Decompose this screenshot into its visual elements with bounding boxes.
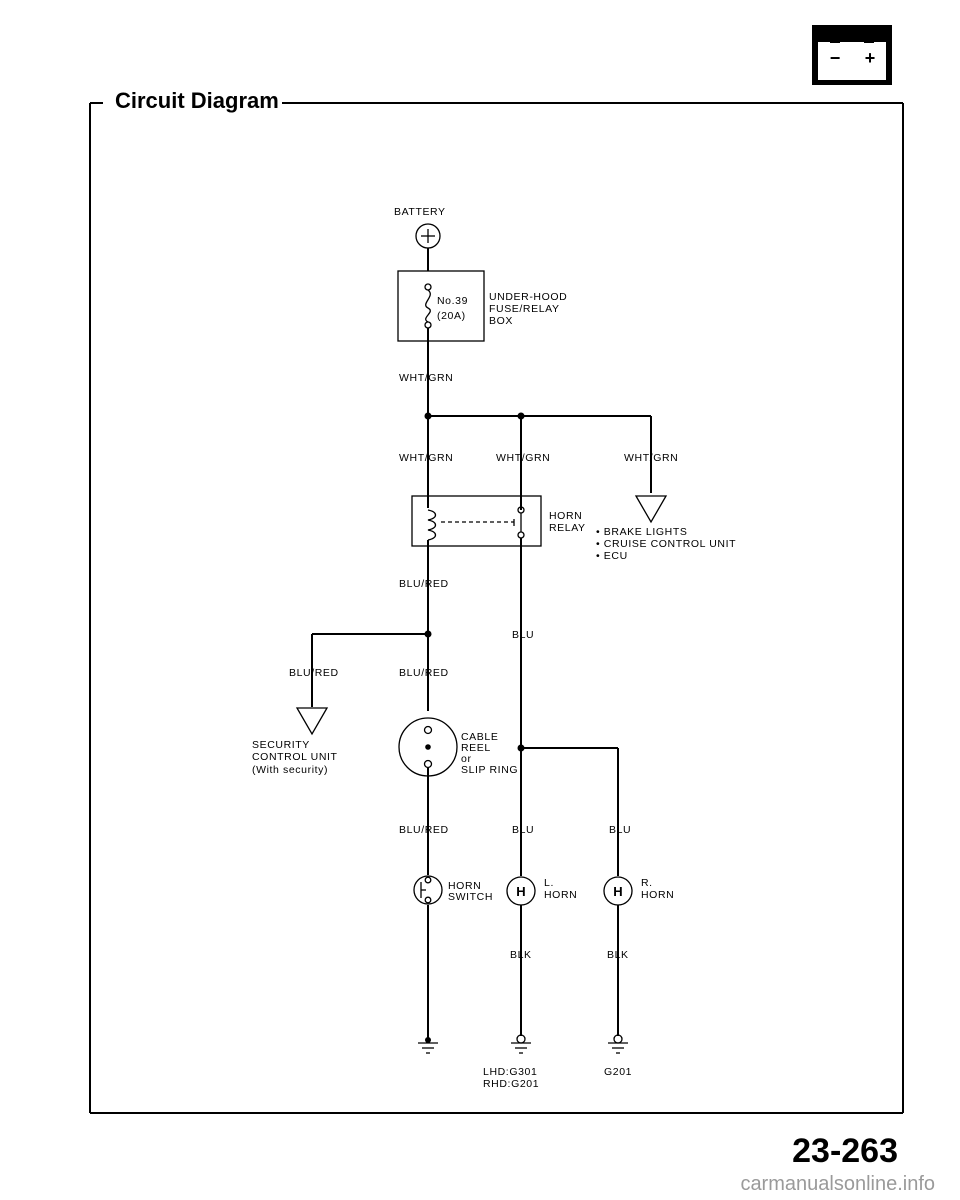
wire-label-blu-red-relay: BLU/RED xyxy=(399,578,449,590)
cable-reel-label-line-4: SLIP RING xyxy=(461,764,518,776)
battery-label: BATTERY xyxy=(394,206,446,218)
watermark-text: carmanualsonline.info xyxy=(740,1173,935,1195)
connector-security-unit xyxy=(295,707,329,736)
fuse-number: No.39 xyxy=(437,295,468,307)
ground-symbol-left-horn xyxy=(511,1034,531,1054)
relay-contact xyxy=(513,506,525,539)
wire-label-blu-red-reel-in: BLU/RED xyxy=(399,667,449,679)
right-horn-symbol-letter: H xyxy=(613,884,622,899)
horn-relay-outline xyxy=(411,495,542,547)
wire-label-wht-grn-left: WHT/GRN xyxy=(399,452,453,464)
cable-reel-label-line-2: REEL xyxy=(461,742,491,754)
relay-coil xyxy=(427,509,437,541)
page-title: Circuit Diagram xyxy=(115,88,279,113)
security-unit-label-line-3: (With security) xyxy=(252,764,328,776)
wire-label-blk-left: BLK xyxy=(510,949,532,961)
battery-minus-sign: − xyxy=(830,48,841,68)
wire-label-blu-left: BLU xyxy=(512,824,534,836)
battery-terminal-symbol xyxy=(415,223,441,249)
cable-reel-label-line-3: or xyxy=(461,753,472,765)
battery-plus-sign: + xyxy=(865,48,876,68)
left-horn-label-line-2: HORN xyxy=(544,889,577,901)
left-horn-symbol-letter: H xyxy=(516,884,525,899)
wire-label-blu-right: BLU xyxy=(609,824,631,836)
diagram-frame xyxy=(89,102,904,1114)
wire-label-wht-grn-mid: WHT/GRN xyxy=(496,452,550,464)
security-unit-label-line-1: SECURITY xyxy=(252,739,310,751)
wire-label-blu-red-security: BLU/RED xyxy=(289,667,339,679)
right-horn-label-line-2: HORN xyxy=(641,889,674,901)
horn-switch-symbol xyxy=(413,875,443,905)
ground-symbol-horn-switch xyxy=(418,1037,438,1054)
horn-relay-label-line-2: RELAY xyxy=(549,522,586,534)
ground-symbol-right-horn xyxy=(608,1034,628,1054)
wire-label-wht-grn-main: WHT/GRN xyxy=(399,372,453,384)
ground-label-right: G201 xyxy=(604,1066,632,1078)
wire-label-blu-red-reel-out: BLU/RED xyxy=(399,824,449,836)
brake-lights-label-line-3: • ECU xyxy=(596,550,628,562)
fuse-box-label-line-3: BOX xyxy=(489,315,513,327)
right-horn-label-line-1: R. xyxy=(641,877,653,889)
left-horn-label-line-1: L. xyxy=(544,877,554,889)
ground-label-left-line-2: RHD:G201 xyxy=(483,1078,539,1090)
cable-reel-terminal-top xyxy=(423,725,433,735)
cable-reel-label-line-1: CABLE xyxy=(461,731,498,743)
fuse-box-outline xyxy=(397,270,485,342)
cable-reel-center xyxy=(425,744,431,750)
security-unit-label-line-2: CONTROL UNIT xyxy=(252,751,338,763)
horn-switch-label-line-1: HORN xyxy=(448,880,481,892)
wire-label-blk-right: BLK xyxy=(607,949,629,961)
wire-label-blu-relay: BLU xyxy=(512,629,534,641)
cable-reel-terminal-bottom xyxy=(423,759,433,769)
horn-switch-label-line-2: SWITCH xyxy=(448,891,493,903)
ground-label-left-line-1: LHD:G301 xyxy=(483,1066,537,1078)
page-number: 23-263 xyxy=(792,1132,898,1170)
fuse-rating: (20A) xyxy=(437,310,466,322)
connector-brake-lights xyxy=(634,495,668,524)
fuse-box-label-line-1: UNDER-HOOD xyxy=(489,291,567,303)
battery-icon: − + xyxy=(812,25,892,85)
brake-lights-label-line-1: • BRAKE LIGHTS xyxy=(596,526,687,538)
brake-lights-label-line-2: • CRUISE CONTROL UNIT xyxy=(596,538,736,550)
fuse-box-label-line-2: FUSE/RELAY xyxy=(489,303,560,315)
horn-relay-label-line-1: HORN xyxy=(549,510,582,522)
fuse-symbol xyxy=(424,283,432,329)
